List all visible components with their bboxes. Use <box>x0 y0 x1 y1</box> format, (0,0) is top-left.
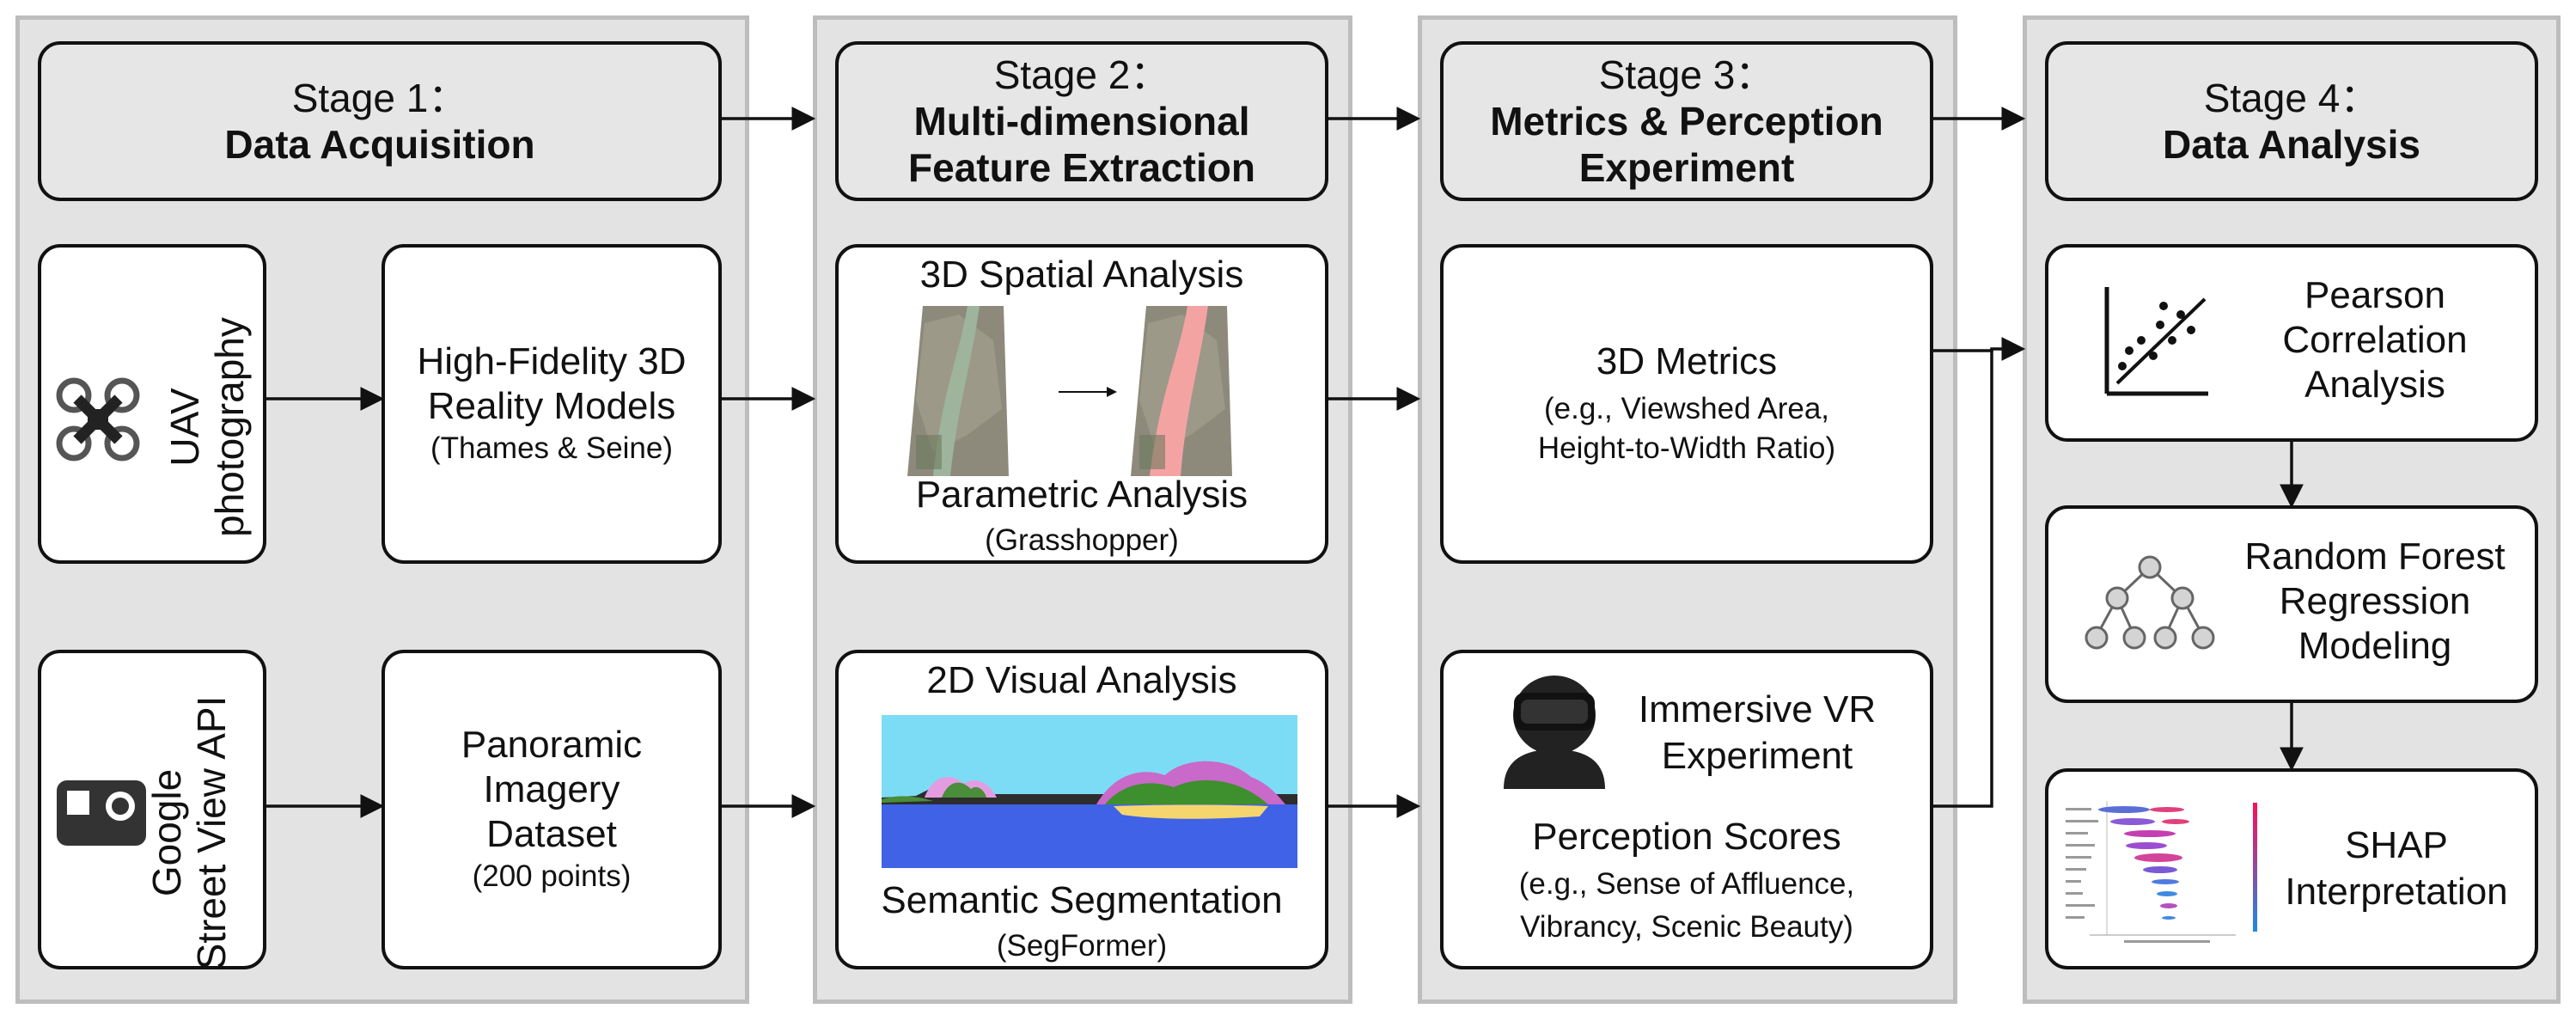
stage-2-title-line-1: Multi-dimensional <box>913 99 1250 144</box>
stage-3-title-line-2: Experiment <box>1578 145 1795 190</box>
stage-2-header: Stage 2： Multi-dimensional Feature Extra… <box>835 41 1328 201</box>
uav-photography-box: UAV photography <box>38 244 266 564</box>
street-view-api-label: Google Street View API <box>144 695 234 970</box>
stage-1-title: Data Acquisition <box>224 122 535 167</box>
vr-title-line-2: Experiment <box>1661 735 1853 777</box>
street-view-api-box: Google Street View API <box>38 650 266 969</box>
stage-3-title-line-1: Metrics & Perception <box>1490 99 1883 144</box>
semantic-segmentation-label: Semantic Segmentation <box>881 879 1283 921</box>
stage-2-label: Stage 2： <box>993 52 1170 97</box>
3d-metrics-sub-line-2: Height-to-Width Ratio) <box>1537 431 1836 465</box>
stage-3-header: Stage 3： Metrics & Perception Experiment <box>1440 41 1933 201</box>
reality-models-title-line-2: Reality Models <box>427 385 676 427</box>
pearson-title-line-1: Pearson <box>2304 274 2445 316</box>
river-model-after-image <box>1131 306 1232 476</box>
shap-beeswarm-icon <box>2066 801 2257 943</box>
random-forest-title-line-2: Regression <box>2279 580 2471 622</box>
stage-4-label: Stage 4： <box>2203 76 2380 120</box>
pearson-title-line-2: Correlation <box>2282 319 2468 361</box>
stage-2-title-line-2: Feature Extraction <box>908 145 1255 190</box>
spatial-analysis-title: 3D Spatial Analysis <box>919 254 1244 296</box>
random-forest-box: Random Forest Regression Modeling <box>2045 505 2538 703</box>
vr-experiment-box: Immersive VR Experiment Perception Score… <box>1440 650 1933 969</box>
panoramic-title-line-2: Imagery <box>483 768 620 810</box>
shap-title-line-1: SHAP <box>2345 824 2448 866</box>
reality-models-subtitle: (Thames & Seine) <box>430 431 674 465</box>
stage-4-title: Data Analysis <box>2163 122 2420 167</box>
camera-icon <box>57 780 146 846</box>
visual-analysis-title: 2D Visual Analysis <box>926 659 1237 701</box>
panoramic-imagery-box: Panoramic Imagery Dataset (200 points) <box>382 650 722 969</box>
random-forest-title-line-3: Modeling <box>2298 625 2452 667</box>
perception-scores-sub-line-1: (e.g., Sense of Affluence, <box>1518 867 1855 901</box>
stage-1-label: Stage 1： <box>291 76 468 120</box>
panoramic-subtitle: (200 points) <box>472 859 632 893</box>
tree-diagram-icon <box>2085 555 2215 650</box>
grasshopper-label: (Grasshopper) <box>985 523 1179 557</box>
vr-headset-icon <box>1504 676 1605 789</box>
segmentation-image <box>882 715 1297 868</box>
vr-title-line-1: Immersive VR <box>1638 688 1877 731</box>
perception-scores-sub-line-2: Vibrancy, Scenic Beauty) <box>1520 910 1853 944</box>
stage-1-header: Stage 1： Data Acquisition <box>38 41 722 201</box>
3d-metrics-sub-line-1: (e.g., Viewshed Area, <box>1543 392 1830 425</box>
perception-scores-title: Perception Scores <box>1532 816 1841 858</box>
panoramic-title-line-1: Panoramic <box>461 724 643 766</box>
uav-photography-label: UAV photography <box>162 317 252 537</box>
scatter-plot-icon <box>2104 287 2208 396</box>
pearson-correlation-box: Pearson Correlation Analysis <box>2045 244 2538 442</box>
shap-title-line-2: Interpretation <box>2285 871 2508 913</box>
river-model-before-image <box>907 306 1009 476</box>
3d-metrics-title: 3D Metrics <box>1596 340 1778 382</box>
segformer-label: (SegFormer) <box>996 929 1168 963</box>
shap-interpretation-box: SHAP Interpretation <box>2045 768 2538 969</box>
3d-metrics-box: 3D Metrics (e.g., Viewshed Area, Height-… <box>1440 244 1933 564</box>
arrow-icon <box>1059 387 1117 397</box>
reality-models-title-line-1: High-Fidelity 3D <box>417 340 687 382</box>
panoramic-title-line-3: Dataset <box>486 813 617 855</box>
pearson-title-line-3: Analysis <box>2304 364 2445 406</box>
visual-analysis-box: 2D Visual Analysis Semantic Segmentation… <box>835 650 1328 969</box>
stage-4-header: Stage 4： Data Analysis <box>2045 41 2538 201</box>
reality-models-box: High-Fidelity 3D Reality Models (Thames … <box>382 244 722 564</box>
drone-icon <box>56 377 140 462</box>
spatial-analysis-box: 3D Spatial Analysis Parametric Analysis … <box>835 244 1328 564</box>
stage-3-label: Stage 3： <box>1598 52 1775 97</box>
random-forest-title-line-1: Random Forest <box>2244 535 2506 578</box>
parametric-analysis-label: Parametric Analysis <box>915 474 1248 516</box>
